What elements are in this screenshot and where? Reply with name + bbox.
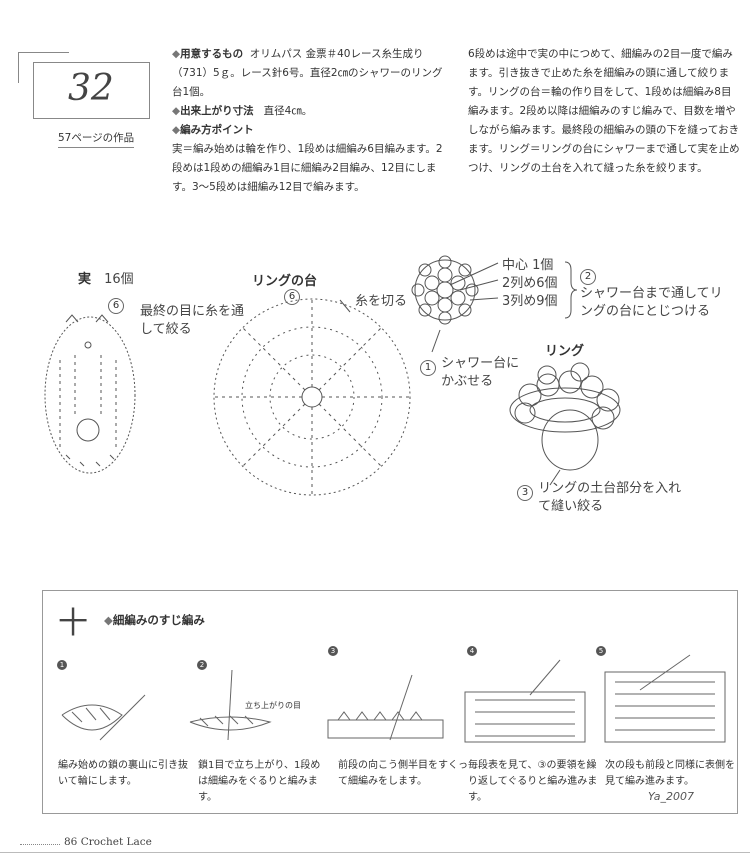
step2-text: シャワー台まで通してリングの台にとじつける [580, 286, 723, 319]
ring-title: リング [545, 344, 585, 359]
berry-title-group: 実 16個 [78, 268, 134, 287]
berry-chart [44, 314, 136, 474]
berry-row-number: 6 [108, 298, 124, 314]
stitch-symbol: 十 [58, 606, 88, 641]
ring-base-chart [213, 298, 411, 496]
page-footer: 86 Crochet Lace [20, 836, 152, 848]
tutorial-step-number: 3 [328, 646, 338, 656]
pattern-number-frame [18, 52, 150, 122]
tutorial-box [42, 590, 738, 814]
finished-size-text: 直径4㎝。 [263, 105, 313, 117]
step3-group: 3 リングの土台部分を入れて縫い絞る [517, 480, 688, 516]
tutorial-step-number: 1 [57, 660, 67, 670]
tutorial-step-number: 2 [197, 660, 207, 670]
finished-size-label: 出来上がり寸法 [180, 105, 254, 117]
step1-group: 1 シャワー台にかぶせる [420, 355, 521, 391]
rise-stitch-label: 立ち上がりの目 [245, 701, 301, 710]
row3-label: 3列め9個 [502, 294, 558, 309]
pattern-number: 32 [68, 68, 114, 109]
page-reference: 57ページの作品 [58, 130, 135, 148]
step1-number: 1 [420, 360, 436, 376]
berry-title: 実 [78, 272, 92, 287]
tutorial-step-number: 5 [596, 646, 606, 656]
instructions-column-2: 6段めは途中で実の中につめて、細編みの2目一度で編みます。引き抜きで止めた糸を細… [468, 48, 740, 174]
tutorial-illustrations [61, 654, 726, 743]
step2-number: 2 [580, 269, 596, 285]
step3-text: リングの土台部分を入れて縫い絞る [538, 481, 682, 514]
tutorial-step-caption: 次の段も前段と同様に表側を見て編み進みます。 [605, 760, 735, 787]
watermark: Ya_2007 [648, 790, 694, 803]
points-text: 実＝編み始めは輪を作り、1段めは細編み6目編みます。2段めは1段めの細編み1目に… [172, 143, 443, 193]
ring-base-note: 糸を切る [355, 294, 408, 309]
materials-label: 用意するもの [180, 48, 244, 60]
tutorial-step-number: 4 [467, 646, 477, 656]
tutorial-title: ◆細編みのすじ編み [104, 613, 205, 627]
points-label: 編み方ポイント [180, 124, 254, 136]
step3-number: 3 [517, 485, 533, 501]
tutorial-step-caption: 毎段表を見て、③の要領を繰り返してぐるりと編み進みます。 [468, 760, 598, 803]
tutorial-step-caption: 編み始めの鎖の裏山に引き抜いて輪にします。 [58, 760, 188, 787]
materials-text: オリムパス 金票＃40レース糸生成り（731）5ｇ。レース針6号。直径2㎝のシャ… [172, 48, 443, 98]
step1-text: シャワー台にかぶせる [441, 356, 520, 389]
ring-base-row-number: 6 [284, 289, 300, 305]
berry-cluster [411, 255, 578, 353]
berry-note: 最終の目に糸を通して絞る [140, 304, 245, 337]
ring-illustration [509, 362, 621, 486]
page-number: 86 [64, 836, 78, 848]
tutorial-step-caption: 鎖1目で立ち上がり、1段めは細編みをぐるりと編みます。 [198, 760, 321, 803]
berry-count: 16個 [104, 272, 134, 287]
center-label: 中心 1個 [502, 258, 554, 273]
row2-label: 2列め6個 [502, 276, 558, 291]
tutorial-step-caption: 前段の向こう側半目をすくって細編みをします。 [338, 760, 468, 787]
instructions-column-1: ◆用意するもの オリムパス 金票＃40レース糸生成り（731）5ｇ。レース針6号… [172, 45, 447, 197]
book-title: Crochet Lace [80, 836, 152, 848]
footer-rule [0, 852, 750, 853]
ring-base-title: リングの台 [252, 274, 318, 289]
step2-group: 2 シャワー台まで通してリングの台にとじつける [580, 264, 750, 321]
